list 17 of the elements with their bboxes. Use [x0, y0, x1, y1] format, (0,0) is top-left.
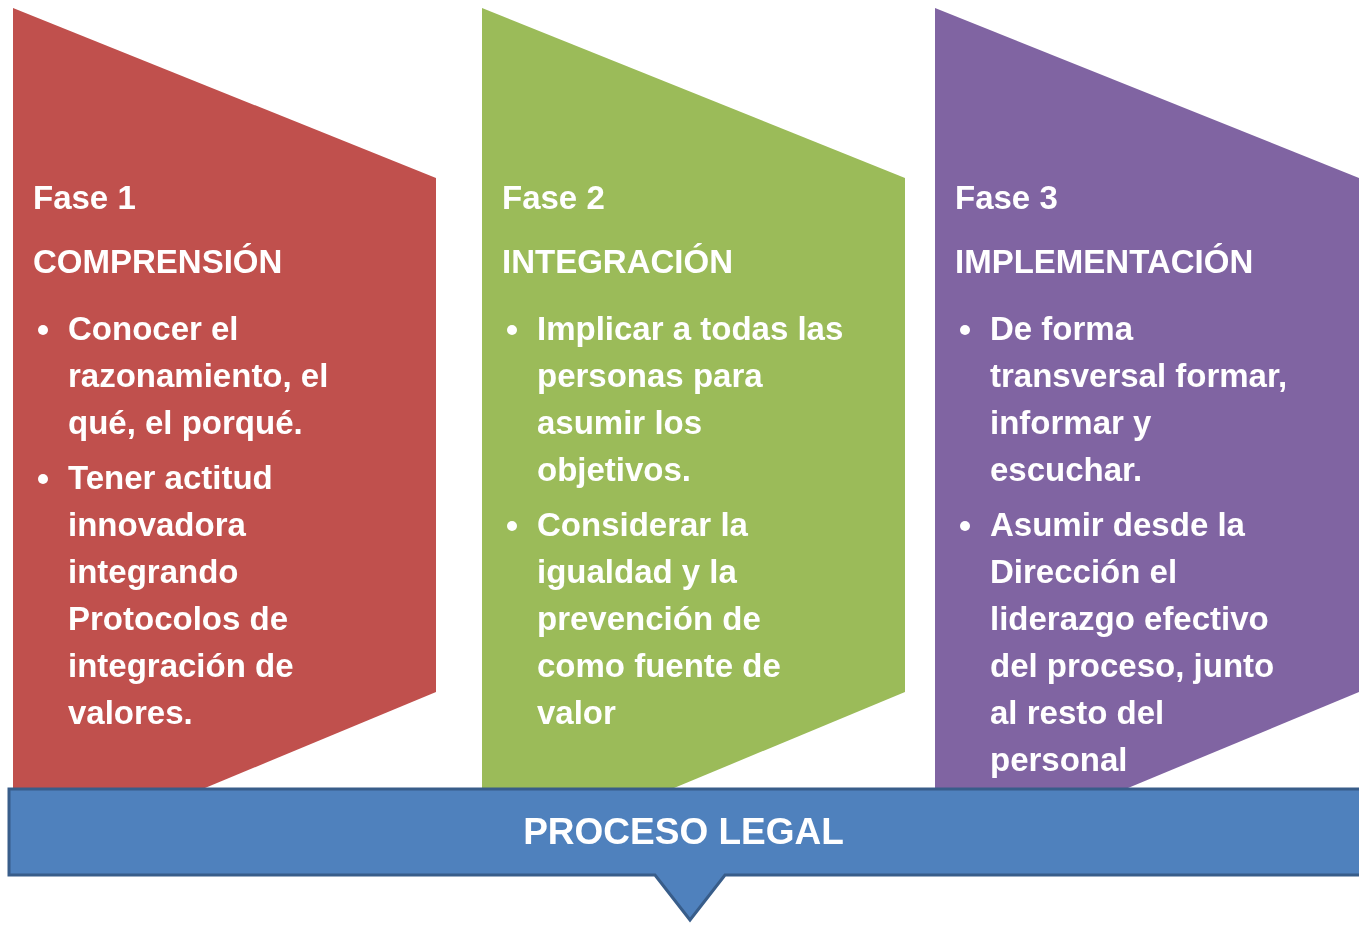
- phase-title: INTEGRACIÓN: [502, 242, 733, 282]
- phase-number: Fase 1: [33, 178, 136, 218]
- phase-title: COMPRENSIÓN: [33, 242, 283, 282]
- bullet-item: De forma transversal formar, informar y escuchar.: [955, 305, 1292, 493]
- phase-panel: [13, 8, 436, 788]
- bullet-item: Implicar a todas las personas para asumir los objetivos.: [502, 305, 849, 493]
- phase-panel: [935, 8, 1359, 788]
- bullet-item: Asumir desde la Dirección el liderazgo efectivo del proceso, junto al resto del personal: [955, 501, 1292, 783]
- bullet-item: Conocer el razonamiento, el qué, el porqué.: [33, 305, 363, 446]
- bar-label: PROCESO LEGAL: [522, 810, 845, 854]
- phase-number: Fase 3: [955, 178, 1058, 218]
- bullet-item: Considerar la igualdad y la prevención de como fuente de valor: [502, 501, 849, 736]
- phase-title: IMPLEMENTACIÓN: [955, 242, 1254, 282]
- process-bar: [8, 788, 1359, 923]
- phase-panel: [482, 8, 905, 788]
- bullet-item: Tener actitud innovadora integrando Protocolos de integración de valores.: [33, 454, 363, 736]
- phase-number: Fase 2: [502, 178, 605, 218]
